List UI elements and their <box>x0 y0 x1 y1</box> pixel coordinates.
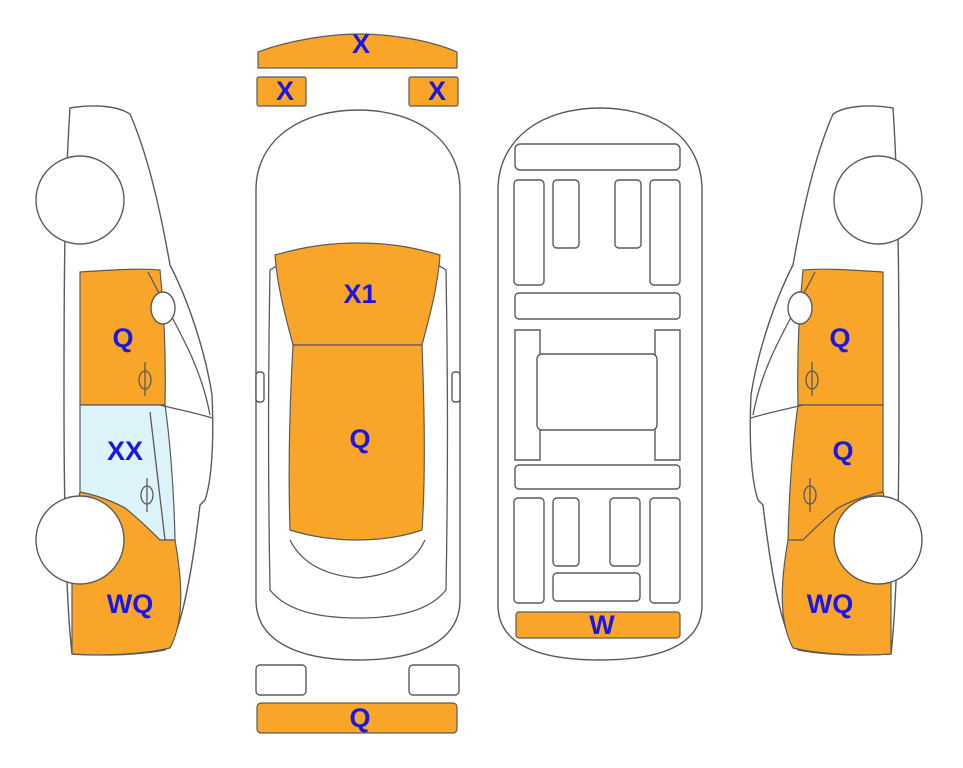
code-right-front-door: Q <box>829 323 850 353</box>
underbody-floor-pan <box>536 353 658 431</box>
rear-bumper-panel[interactable] <box>256 702 458 734</box>
underbody-left-rail-rear <box>513 497 545 604</box>
top-rear-window <box>289 539 426 579</box>
right-side-view <box>749 105 923 656</box>
rear-right-light <box>408 664 460 696</box>
left-mirror <box>150 291 176 325</box>
left-front-wheel <box>35 155 125 245</box>
code-right-rear-quarter: WQ <box>807 589 854 619</box>
code-front-right-corner: X <box>428 76 446 106</box>
code-right-rear-door: Q <box>832 436 853 466</box>
right-window-line-lower <box>750 404 804 419</box>
roof-panel[interactable] <box>288 344 425 541</box>
left-rear-wheel <box>35 495 125 585</box>
hood-panel[interactable] <box>274 242 441 346</box>
underbody-floor-left <box>514 329 541 461</box>
code-left-front-door: Q <box>112 323 133 353</box>
right-front-door-handle-icon <box>805 362 819 396</box>
code-front-bumper: X <box>352 29 370 59</box>
underbody-view <box>497 107 703 661</box>
right-rear-door-handle-icon <box>803 478 817 512</box>
code-hood: X1 <box>343 279 376 309</box>
right-mirror <box>787 291 813 325</box>
underbody-inner-left-front <box>552 179 580 249</box>
right-window-line <box>752 271 816 416</box>
underbody-floor-right <box>654 329 681 461</box>
right-rear-wheel <box>833 495 923 585</box>
front-bumper-panel[interactable] <box>257 33 458 69</box>
left-window-line <box>147 271 211 416</box>
front-right-corner-panel[interactable] <box>408 76 459 107</box>
underbody-inner-right-rear <box>609 497 641 567</box>
left-mirror-top <box>255 371 265 403</box>
left-window-line-lower <box>159 404 213 419</box>
right-mirror-top <box>451 371 461 403</box>
code-rear-bumper: Q <box>349 703 370 733</box>
underbody-rear-box <box>552 572 641 602</box>
trunk-floor-panel[interactable] <box>515 611 681 639</box>
underbody-crossmember-rear <box>514 464 681 490</box>
underbody-right-rail-rear <box>649 497 681 604</box>
left-side-view <box>35 105 214 656</box>
underbody-right-rail-front <box>649 179 681 286</box>
front-left-corner-panel[interactable] <box>256 76 307 107</box>
left-window-pillar <box>149 411 166 541</box>
code-left-rear-quarter: WQ <box>107 589 154 619</box>
damage-codes: X X X X1 Q Q W Q XX WQ Q Q WQ <box>107 29 854 733</box>
underbody-inner-left-rear <box>552 497 580 567</box>
underbody-crossmember-front <box>514 292 681 320</box>
code-trunk-floor: W <box>589 610 615 640</box>
left-front-door-handle-icon <box>138 362 152 396</box>
underbody-left-rail-front <box>513 179 545 286</box>
rear-left-light <box>255 664 307 696</box>
right-front-door-panel[interactable] <box>797 268 884 406</box>
underbody-inner-right-front <box>614 179 642 249</box>
right-front-wheel <box>833 155 923 245</box>
code-roof: Q <box>349 424 370 454</box>
code-left-rear-door: XX <box>107 436 143 466</box>
left-rear-door-handle-icon <box>140 478 154 512</box>
top-view <box>255 33 461 734</box>
underbody-front-beam <box>514 143 681 171</box>
code-front-left-corner: X <box>276 76 294 106</box>
